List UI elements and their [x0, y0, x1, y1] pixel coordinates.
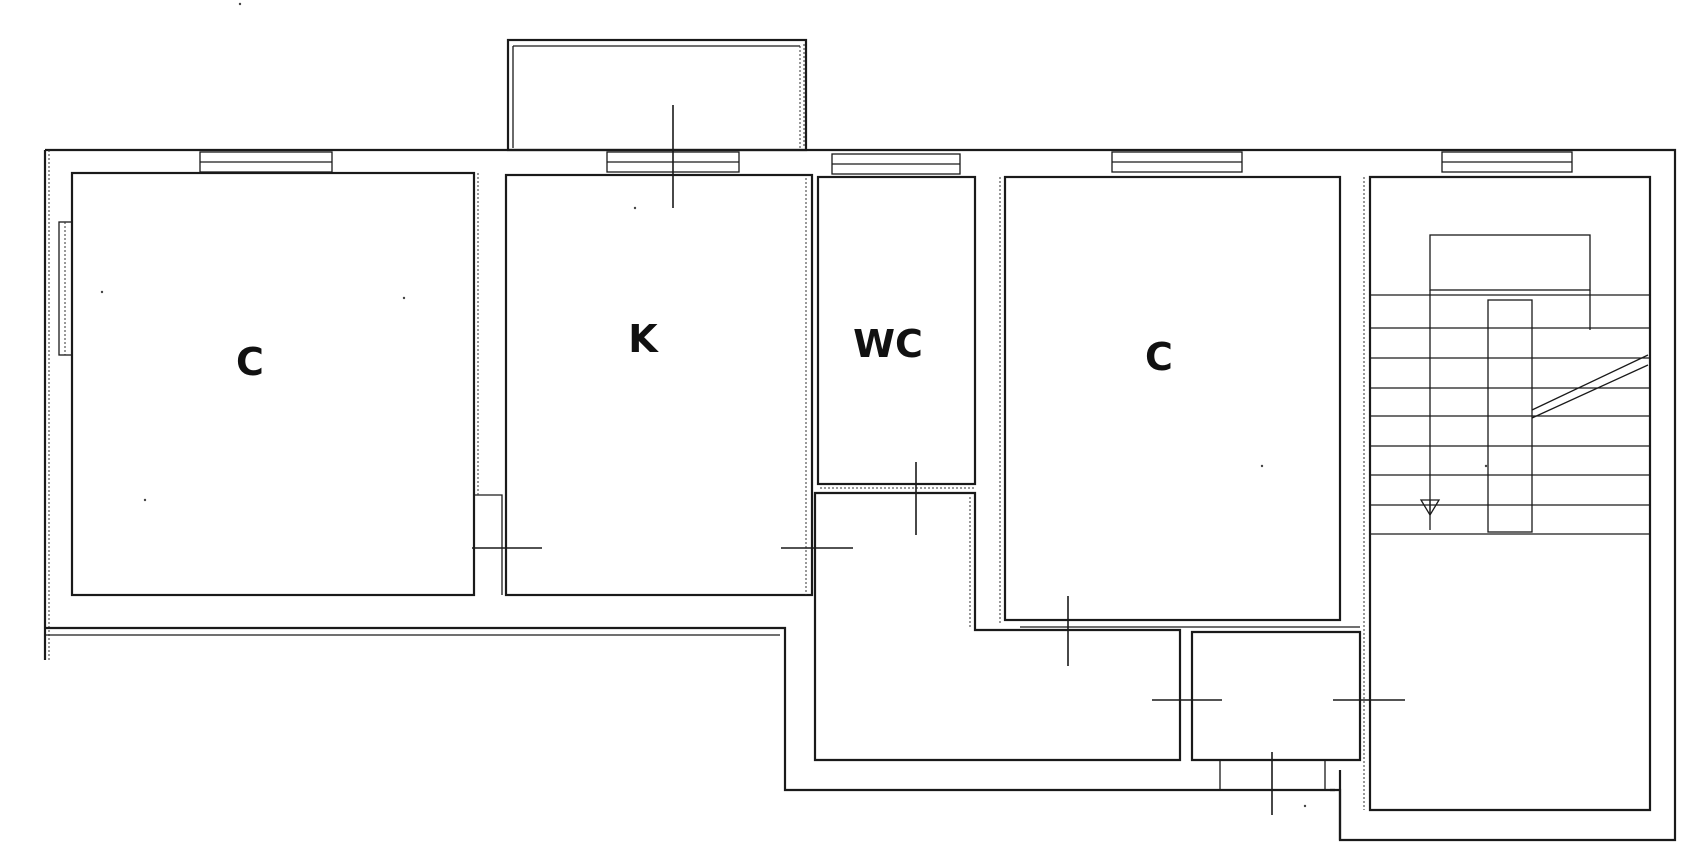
hallway [813, 491, 1182, 762]
exterior-wall [43, 148, 1677, 842]
room-label-wc: WC [853, 322, 923, 366]
room-label-kitchen: K [628, 317, 659, 361]
room-label-c-left: C [236, 340, 264, 384]
scan-specks [100, 2, 1488, 808]
balcony [506, 38, 808, 152]
room-label-c-right: C [1145, 335, 1173, 379]
windows [199, 151, 1573, 175]
doors [472, 105, 1405, 815]
room-c-right [999, 175, 1360, 628]
vestibule [1190, 630, 1362, 790]
room-wc [816, 175, 977, 489]
room-kitchen [504, 173, 814, 597]
room-c-left [70, 171, 503, 597]
staircase [1363, 175, 1652, 812]
left-wall-detail [58, 221, 73, 356]
